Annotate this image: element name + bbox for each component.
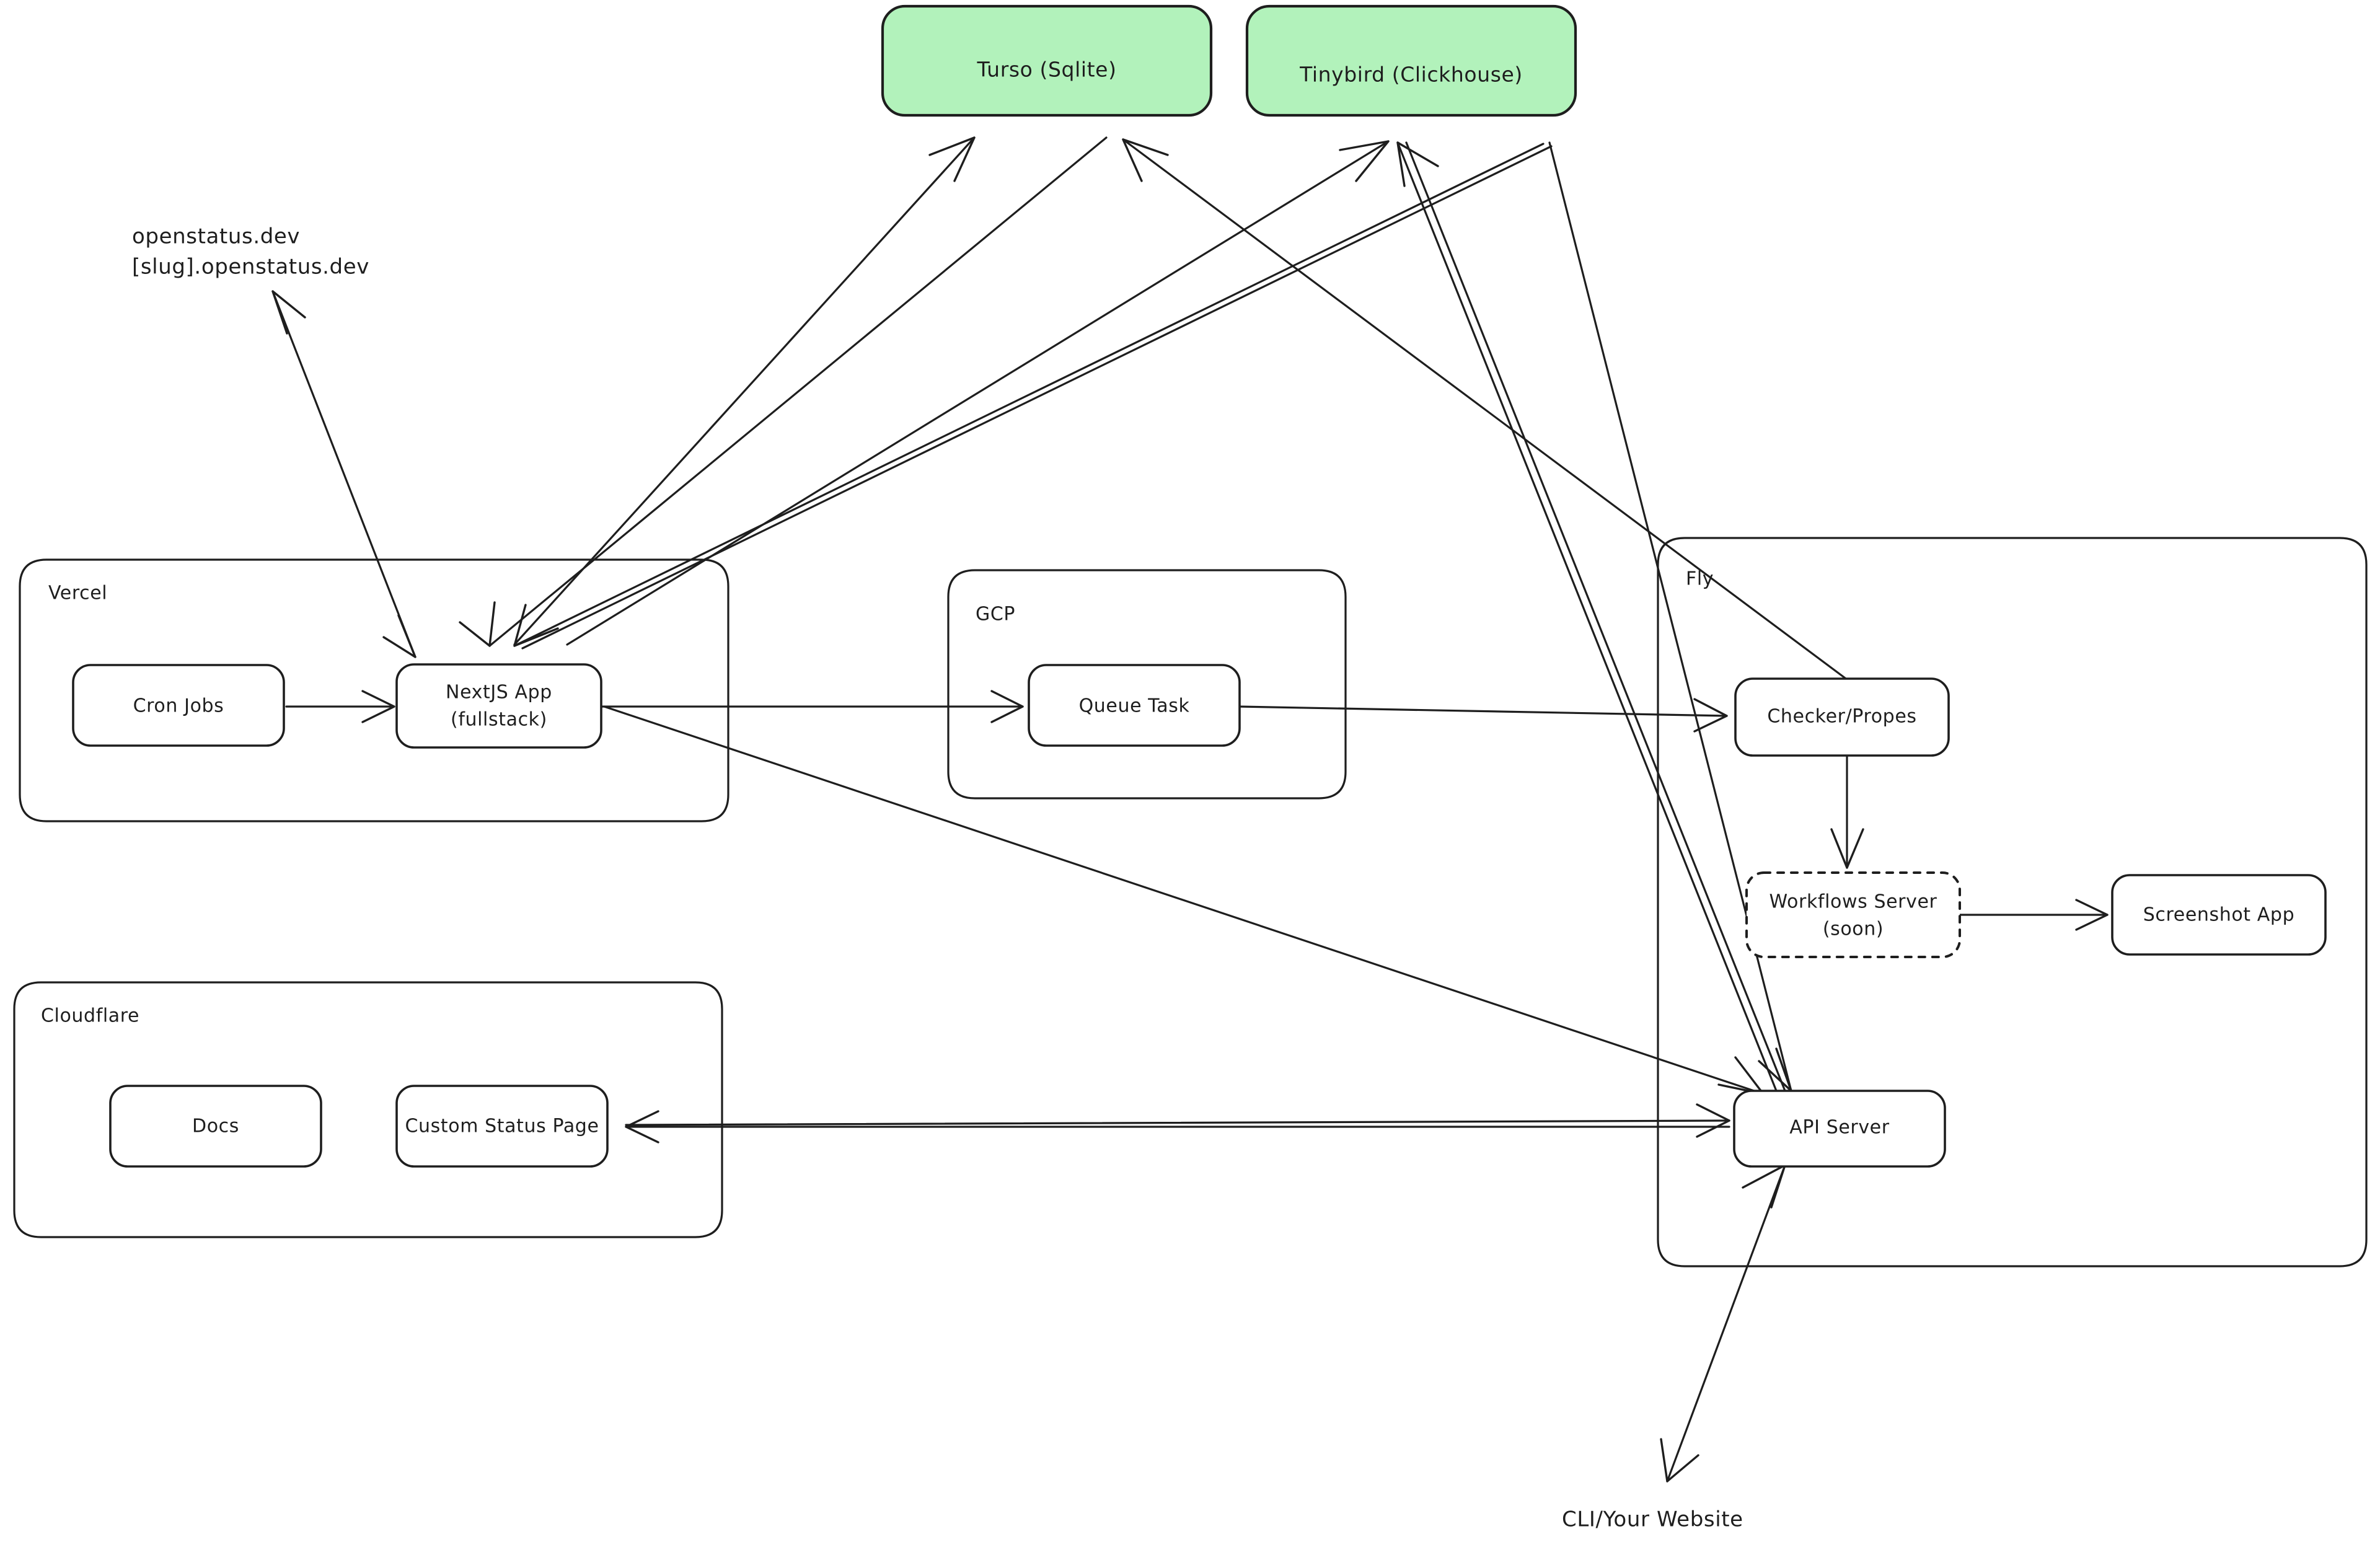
node-cron-jobs[interactable]: Cron Jobs (72, 664, 285, 747)
group-gcp: GCP (947, 569, 1347, 800)
nextjs-app-label-line2: (fullstack) (451, 709, 547, 731)
node-screenshot-app[interactable]: Screenshot App (2111, 874, 2327, 956)
node-api-server[interactable]: API Server (1733, 1090, 1946, 1168)
screenshot-app-label: Screenshot App (2143, 904, 2294, 926)
group-title-fly: Fly (1686, 568, 1714, 590)
group-vercel: Vercel (19, 558, 729, 822)
cli-label: CLI/Your Website (1562, 1507, 1743, 1532)
group-title-vercel: Vercel (48, 583, 107, 604)
label-domains: openstatus.dev [slug].openstatus.dev (132, 224, 369, 280)
group-fly: Fly (1657, 537, 2368, 1267)
nextjs-app-label-line1: NextJS App (446, 682, 552, 703)
node-custom-status-page[interactable]: Custom Status Page (395, 1085, 609, 1168)
node-nextjs-app[interactable]: NextJS App (fullstack) (395, 663, 602, 749)
group-cloudflare: Cloudflare (13, 981, 723, 1238)
node-docs[interactable]: Docs (109, 1085, 322, 1168)
cron-jobs-label: Cron Jobs (133, 695, 224, 717)
edge-api-to-status-page (625, 1110, 1730, 1144)
edge-tinybird-to-nextjs (513, 143, 1553, 650)
node-checker-propes[interactable]: Checker/Propes (1734, 677, 1950, 757)
edge-statuspage-to-api (625, 1103, 1730, 1138)
api-server-box[interactable] (1733, 1090, 1946, 1168)
edge-nextjs-to-queue (599, 690, 1024, 723)
edge-nextjs-to-tinybird (566, 140, 1390, 646)
cloudflare-container-outline (13, 981, 723, 1238)
docs-box[interactable] (109, 1085, 322, 1168)
edge-checker-to-turso (1122, 138, 1851, 683)
domains-label-line1: openstatus.dev (132, 224, 300, 249)
checker-propes-label: Checker/Propes (1767, 706, 1916, 728)
label-cli: CLI/Your Website (1562, 1507, 1743, 1532)
edge-turso-to-nextjs (459, 136, 1108, 647)
edge-api-to-tinybird (1396, 141, 1789, 1098)
docs-label: Docs (192, 1116, 239, 1137)
turso-box[interactable] (881, 4, 1213, 117)
screenshot-app-box[interactable] (2111, 874, 2327, 956)
api-server-label: API Server (1789, 1117, 1889, 1139)
domains-label-line2: [slug].openstatus.dev (132, 255, 369, 280)
queue-task-label: Queue Task (1079, 695, 1190, 717)
tinybird-label: Tinybird (Clickhouse) (1299, 63, 1523, 87)
edge-domains-to-nextjs (271, 290, 416, 658)
fly-container-outline (1657, 537, 2368, 1267)
custom-status-page-label: Custom Status Page (405, 1116, 599, 1137)
group-title-gcp: GCP (976, 604, 1015, 625)
node-workflows-server[interactable]: Workflows Server (soon) (1745, 871, 1961, 958)
checker-propes-box[interactable] (1734, 677, 1950, 757)
edge-nextjs-to-turso (513, 136, 976, 646)
workflows-server-box[interactable] (1745, 871, 1961, 958)
group-title-cloudflare: Cloudflare (41, 1005, 139, 1027)
edge-cron-to-nextjs (285, 690, 395, 723)
vercel-container-outline (19, 558, 729, 822)
edge-checker-to-workflows (1830, 739, 1864, 869)
workflows-server-label-line1: Workflows Server (1770, 891, 1937, 913)
nextjs-app-box[interactable] (395, 663, 602, 749)
workflows-server-label-line2: (soon) (1823, 919, 1884, 940)
queue-task-box[interactable] (1028, 664, 1241, 747)
node-queue-task[interactable]: Queue Task (1028, 664, 1241, 747)
edge-queue-to-checker (1238, 698, 1728, 733)
custom-status-page-box[interactable] (395, 1085, 609, 1168)
cron-jobs-box[interactable] (72, 664, 285, 747)
gcp-container-outline (947, 569, 1347, 800)
tinybird-box[interactable] (1245, 4, 1577, 117)
edge-nextjs-to-api (603, 705, 1765, 1095)
node-tinybird[interactable]: Tinybird (Clickhouse) (1245, 4, 1577, 117)
edge-cli-to-api (1660, 1164, 1786, 1483)
node-turso[interactable]: Turso (Sqlite) (881, 4, 1213, 117)
turso-label: Turso (Sqlite) (976, 58, 1116, 82)
edge-workflows-to-screenshot (1959, 899, 2109, 931)
